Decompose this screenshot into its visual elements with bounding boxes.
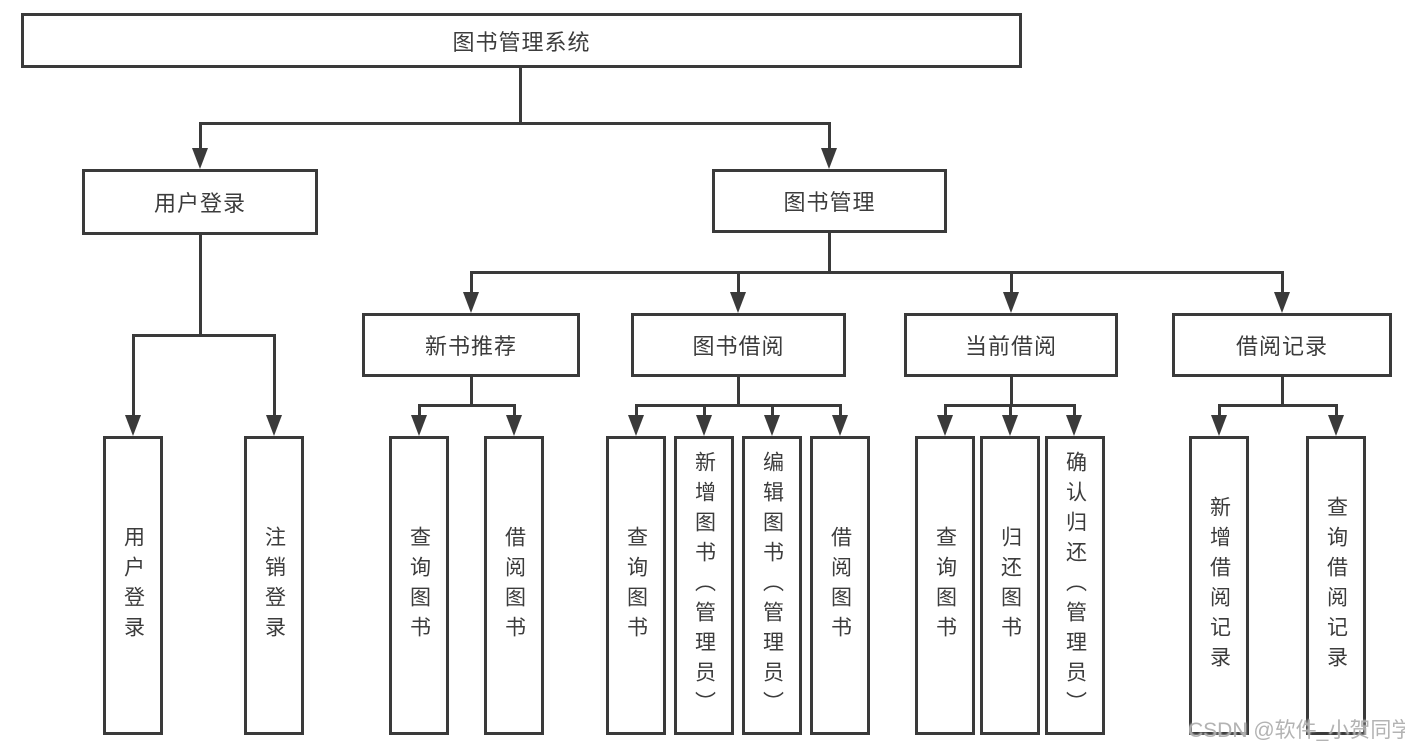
connector-line bbox=[199, 122, 202, 152]
node-label: 编辑图书（管理员） bbox=[760, 450, 784, 721]
arrow-down-icon bbox=[506, 415, 522, 436]
leaf-add-borrow-record: 新增借阅记录 bbox=[1189, 436, 1249, 735]
connector-line bbox=[470, 271, 473, 295]
connector-line bbox=[132, 334, 135, 418]
connector-line bbox=[737, 375, 740, 407]
node-label: 当前借阅 bbox=[964, 334, 1057, 359]
node-label: 确认归还（管理员） bbox=[1063, 450, 1087, 721]
connector-line bbox=[1218, 404, 1338, 407]
leaf-query-book-current: 查询图书 bbox=[915, 436, 975, 735]
node-book-borrow: 图书借阅 bbox=[631, 313, 846, 377]
connector-line bbox=[1281, 271, 1284, 295]
node-label: 借阅记录 bbox=[1235, 334, 1328, 359]
node-label: 图书管理系统 bbox=[452, 29, 591, 55]
connector-line bbox=[1010, 271, 1013, 295]
node-label: 新增图书（管理员） bbox=[692, 450, 716, 721]
node-label: 借阅图书 bbox=[502, 525, 526, 646]
leaf-query-borrow-record: 查询借阅记录 bbox=[1306, 436, 1366, 735]
node-new-book-recommend: 新书推荐 bbox=[362, 313, 580, 377]
arrow-down-icon bbox=[1274, 292, 1290, 313]
node-label: 用户登录 bbox=[153, 191, 246, 216]
connector-line bbox=[513, 404, 516, 418]
node-book-management: 图书管理 bbox=[712, 169, 947, 233]
connector-line bbox=[199, 233, 202, 337]
connector-line bbox=[771, 404, 774, 418]
leaf-query-book-borrow: 查询图书 bbox=[606, 436, 666, 735]
connector-line bbox=[273, 334, 276, 418]
connector-line bbox=[1009, 404, 1012, 418]
csdn-watermark: CSDN @软件_小贺同学 bbox=[1188, 719, 1405, 742]
leaf-user-login: 用户登录 bbox=[103, 436, 163, 735]
leaf-logout: 注销登录 bbox=[244, 436, 304, 735]
arrow-down-icon bbox=[730, 292, 746, 313]
connector-line bbox=[635, 404, 638, 418]
connector-line bbox=[470, 271, 1284, 274]
node-label: 图书管理 bbox=[783, 190, 876, 215]
arrow-down-icon bbox=[628, 415, 644, 436]
leaf-edit-book-admin: 编辑图书（管理员） bbox=[742, 436, 802, 735]
leaf-borrow-book: 借阅图书 bbox=[810, 436, 870, 735]
node-label: 新增借阅记录 bbox=[1207, 495, 1231, 676]
node-label: 用户登录 bbox=[121, 525, 145, 646]
leaf-query-book-recommend: 查询图书 bbox=[389, 436, 449, 735]
arrow-down-icon bbox=[696, 415, 712, 436]
connector-line bbox=[1010, 375, 1013, 407]
arrow-down-icon bbox=[764, 415, 780, 436]
leaf-confirm-return-admin: 确认归还（管理员） bbox=[1045, 436, 1105, 735]
arrow-down-icon bbox=[1328, 415, 1344, 436]
arrow-down-icon bbox=[266, 415, 282, 436]
arrow-down-icon bbox=[125, 415, 141, 436]
arrow-down-icon bbox=[832, 415, 848, 436]
node-current-borrow: 当前借阅 bbox=[904, 313, 1118, 377]
leaf-return-book: 归还图书 bbox=[980, 436, 1040, 735]
node-label: 注销登录 bbox=[262, 525, 286, 646]
connector-line bbox=[418, 404, 421, 418]
node-label: 查询图书 bbox=[407, 525, 431, 646]
node-system-root: 图书管理系统 bbox=[21, 13, 1022, 68]
node-label: 查询图书 bbox=[624, 525, 648, 646]
connector-line bbox=[1335, 404, 1338, 418]
connector-line bbox=[519, 66, 522, 124]
arrow-down-icon bbox=[937, 415, 953, 436]
node-label: 借阅图书 bbox=[828, 525, 852, 646]
node-label: 查询借阅记录 bbox=[1324, 495, 1348, 676]
connector-line bbox=[1073, 404, 1076, 418]
arrow-down-icon bbox=[411, 415, 427, 436]
connector-line bbox=[737, 271, 740, 295]
node-borrow-record: 借阅记录 bbox=[1172, 313, 1392, 377]
node-user-login: 用户登录 bbox=[82, 169, 318, 235]
connector-line bbox=[132, 334, 276, 337]
arrow-down-icon bbox=[192, 148, 208, 169]
connector-line bbox=[1218, 404, 1221, 418]
arrow-down-icon bbox=[463, 292, 479, 313]
connector-line bbox=[828, 231, 831, 274]
arrow-down-icon bbox=[1066, 415, 1082, 436]
connector-line bbox=[470, 375, 473, 407]
connector-line bbox=[418, 404, 516, 407]
connector-line bbox=[944, 404, 947, 418]
connector-line bbox=[199, 122, 831, 125]
node-label: 图书借阅 bbox=[692, 334, 785, 359]
arrow-down-icon bbox=[1002, 415, 1018, 436]
node-label: 查询图书 bbox=[933, 525, 957, 646]
connector-line bbox=[839, 404, 842, 418]
connector-line bbox=[1281, 375, 1284, 407]
arrow-down-icon bbox=[1211, 415, 1227, 436]
leaf-add-book-admin: 新增图书（管理员） bbox=[674, 436, 734, 735]
node-label: 归还图书 bbox=[998, 525, 1022, 646]
arrow-down-icon bbox=[1003, 292, 1019, 313]
arrow-down-icon bbox=[821, 148, 837, 169]
node-label: 新书推荐 bbox=[424, 334, 517, 359]
leaf-borrow-book-recommend: 借阅图书 bbox=[484, 436, 544, 735]
connector-line bbox=[635, 404, 841, 407]
connector-line bbox=[828, 122, 831, 152]
connector-line bbox=[703, 404, 706, 418]
